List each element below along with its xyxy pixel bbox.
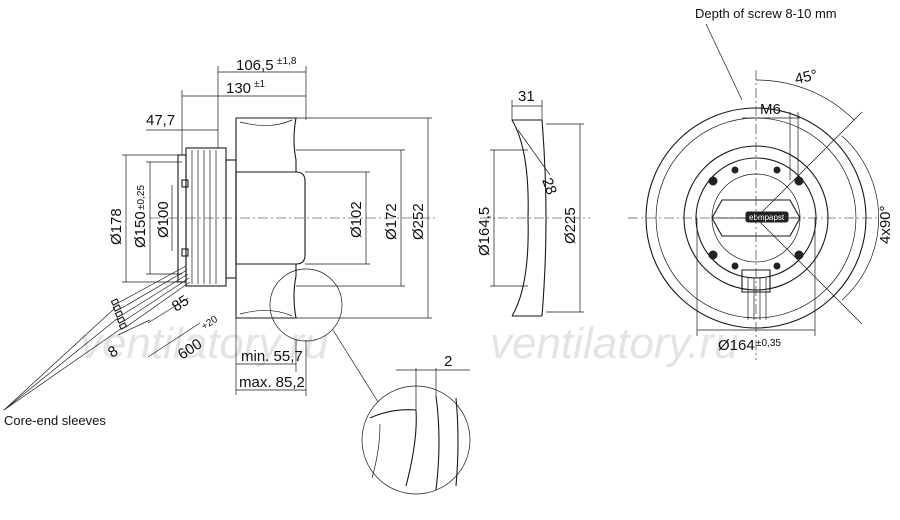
label-d100: Ø100 bbox=[155, 201, 172, 238]
cable-bundle bbox=[110, 265, 191, 330]
bolt-hole-3 bbox=[708, 250, 718, 260]
detail-blade bbox=[405, 409, 417, 487]
label-d150-tol: ±0,25 bbox=[136, 185, 147, 210]
dim-arc-45 bbox=[755, 79, 855, 121]
core-sleeve-leader-2 bbox=[3, 317, 119, 411]
label-pcd-tol: ±0,35 bbox=[756, 338, 781, 349]
screw-depth-leader bbox=[705, 23, 743, 101]
mount-screw-top bbox=[181, 179, 189, 188]
electronics-cover bbox=[695, 157, 817, 279]
rotor bbox=[235, 171, 306, 265]
label-pcd: Ø164 bbox=[718, 337, 755, 354]
mount-screw-bottom bbox=[181, 248, 189, 257]
ring-outer-curve bbox=[541, 119, 547, 317]
blade-curve-bottom bbox=[239, 310, 293, 317]
detail-view: 2 bbox=[332, 329, 471, 495]
motor-ring bbox=[683, 145, 829, 291]
label-106: 106,5 bbox=[236, 57, 274, 74]
detail-ring-inner bbox=[435, 395, 440, 491]
impeller-bottom bbox=[236, 264, 297, 319]
label-45: 45° bbox=[793, 67, 819, 88]
dim-cable-85 bbox=[147, 297, 189, 324]
label-d252: Ø252 bbox=[410, 203, 427, 240]
screw-1 bbox=[731, 166, 739, 174]
label-r28: 28 bbox=[538, 176, 560, 197]
dim-line-4x90 bbox=[755, 217, 863, 325]
brand-logo: ebmpapst bbox=[749, 213, 785, 222]
label-m6: M6 bbox=[760, 101, 781, 118]
label-cable-85: 85 bbox=[169, 292, 192, 315]
label-max: max. 85,2 bbox=[239, 374, 305, 391]
label-d225: Ø225 bbox=[562, 207, 579, 244]
label-130: 130 bbox=[226, 80, 251, 97]
label-min: min. 55,7 bbox=[241, 348, 303, 365]
detail-inlet-edge bbox=[369, 409, 417, 419]
inlet-ring-view: 31 28 Ø164,5 Ø225 bbox=[476, 88, 590, 317]
detail-hatch-curve bbox=[371, 423, 381, 479]
dim-cable-8 bbox=[117, 319, 151, 336]
front-view: ebmpapst Depth of screw 8-10 mm 45° bbox=[628, 6, 894, 360]
bolt-hole-1 bbox=[708, 176, 718, 186]
outer-ring bbox=[645, 107, 867, 329]
screw-2 bbox=[773, 166, 781, 174]
bolt-hole-4 bbox=[794, 250, 804, 260]
side-view: 106,5 ±1,8 130 ±1 47,7 Ø178 Ø150 ±0,25 Ø… bbox=[3, 56, 435, 411]
impeller-backplate bbox=[225, 159, 237, 279]
dim-cable-600 bbox=[147, 322, 201, 358]
label-130-tol: ±1 bbox=[254, 79, 265, 90]
label-d178: Ø178 bbox=[108, 208, 125, 245]
screw-4 bbox=[773, 262, 781, 270]
screw-depth-note: Depth of screw 8-10 mm bbox=[695, 6, 837, 21]
dim-line-45 bbox=[755, 111, 863, 219]
cable-outlet bbox=[741, 269, 771, 293]
core-sleeve-leader-3 bbox=[3, 327, 123, 411]
label-d164-5: Ø164,5 bbox=[476, 207, 493, 256]
label-d150: Ø150 bbox=[132, 211, 149, 248]
dim-arc-4x90 bbox=[841, 135, 880, 301]
detail-leader bbox=[332, 329, 379, 403]
impeller-top bbox=[236, 117, 297, 172]
detail-ring-outer bbox=[455, 397, 459, 487]
label-d102: Ø102 bbox=[348, 201, 365, 238]
bolt-hole-2 bbox=[794, 176, 804, 186]
label-31: 31 bbox=[518, 88, 535, 105]
core-sleeves-note: Core-end sleeves bbox=[4, 413, 106, 428]
watermark-right: ventilatory.ru bbox=[490, 319, 739, 368]
watermark-left: ventilatory.ru bbox=[80, 319, 329, 368]
detail-circle bbox=[269, 268, 343, 342]
screw-3 bbox=[731, 262, 739, 270]
logo-plate bbox=[745, 211, 789, 223]
flange-plate bbox=[177, 154, 187, 283]
label-106-tol: ±1,8 bbox=[277, 56, 297, 67]
label-4x90: 4x90° bbox=[877, 205, 894, 244]
label-d172: Ø172 bbox=[383, 203, 400, 240]
core-sleeve-leader-1 bbox=[3, 307, 116, 411]
label-gap: 2 bbox=[444, 353, 452, 370]
blade-curve-top bbox=[239, 119, 293, 126]
ring-inner-curve bbox=[511, 119, 529, 317]
dim-line-r28 bbox=[517, 129, 551, 176]
label-47: 47,7 bbox=[146, 112, 175, 129]
